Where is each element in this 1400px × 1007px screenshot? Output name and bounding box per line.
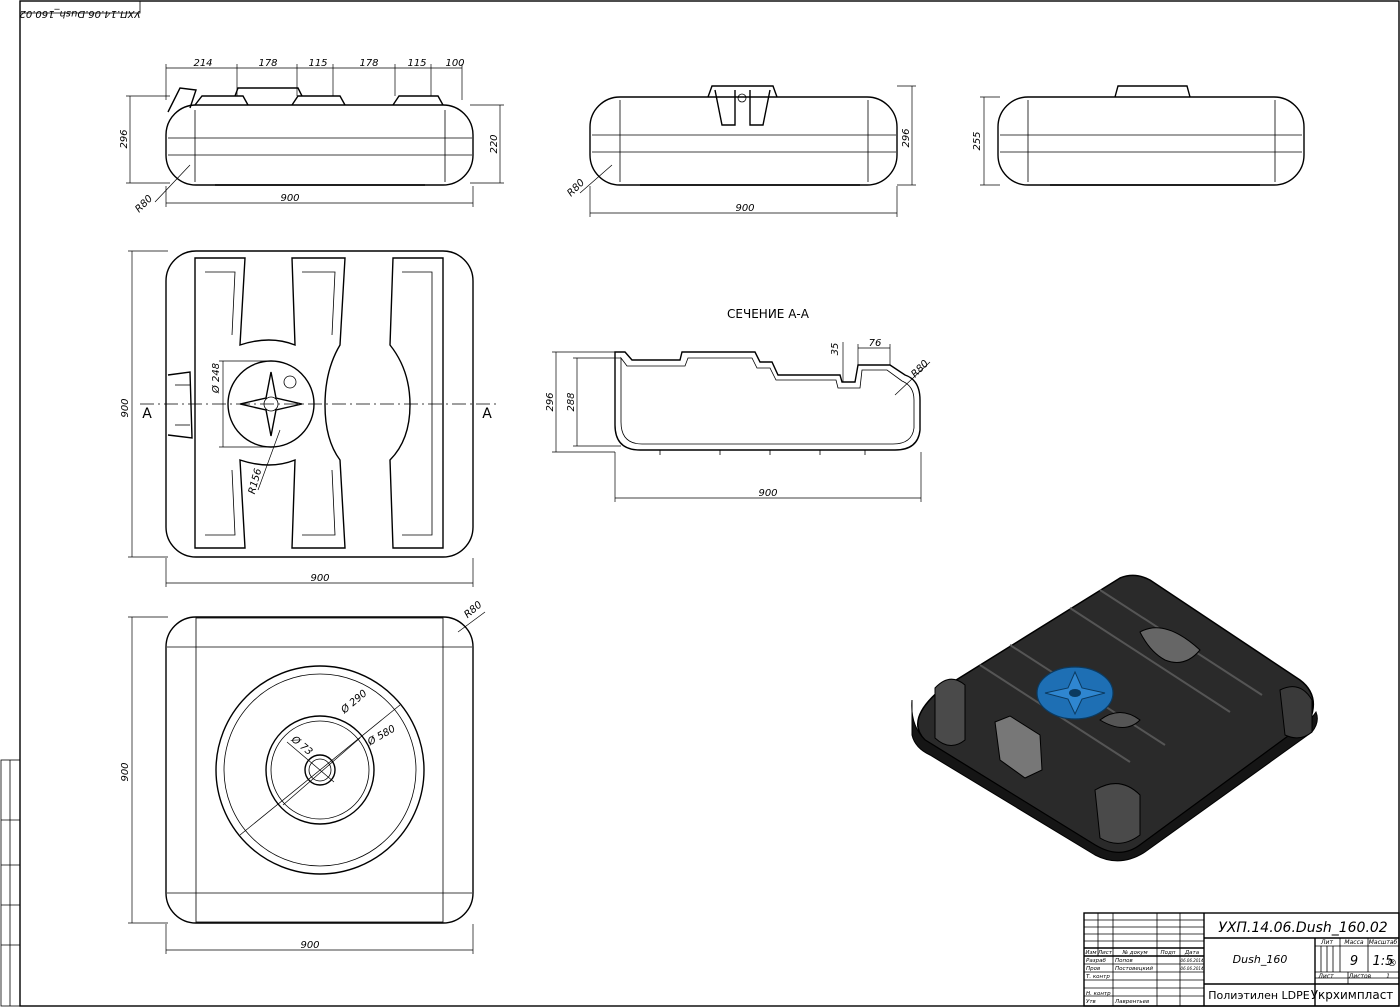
front-view-dimensions bbox=[126, 64, 504, 207]
front-dim-width-5: 115 bbox=[407, 58, 426, 69]
rear-view-dimensions bbox=[980, 96, 1000, 186]
side-view-dimensions bbox=[579, 85, 916, 217]
col-data: Дата bbox=[1184, 950, 1200, 956]
top-dim-width: 900 bbox=[310, 573, 329, 584]
col-izm: Изм bbox=[1085, 950, 1096, 956]
section-marker-left: А bbox=[142, 406, 152, 422]
title-company: Укрхимпласт bbox=[1311, 988, 1394, 1002]
section-dim-width: 900 bbox=[758, 488, 777, 499]
left-margin-strip bbox=[0, 759, 21, 1007]
front-view bbox=[165, 87, 474, 186]
row-date-2: 06.06.2014 bbox=[1181, 966, 1204, 971]
front-dim-width-4: 178 bbox=[359, 58, 378, 69]
rotated-code-box bbox=[19, 0, 141, 14]
top-view bbox=[140, 250, 500, 558]
col-podp: Подп bbox=[1161, 950, 1176, 956]
col-list: Лист bbox=[1097, 950, 1113, 956]
top-dim-height: 900 bbox=[120, 398, 131, 417]
rear-view bbox=[997, 85, 1305, 186]
top-dim-diameter: Ø 248 bbox=[210, 363, 222, 394]
title-doc-code: УХП.14.06.Dush_160.02 bbox=[1218, 920, 1388, 936]
section-title: СЕЧЕНИЕ А-А bbox=[727, 307, 810, 321]
bottom-dim-d2: Ø 580 bbox=[365, 723, 398, 749]
row-role-2: Пров bbox=[1086, 966, 1100, 972]
section-view bbox=[614, 351, 921, 455]
section-dim-width-top: 76 bbox=[869, 338, 882, 349]
side-dim-radius: R80 bbox=[565, 177, 587, 199]
front-dim-width-2: 178 bbox=[258, 58, 277, 69]
front-dim-radius: R80 bbox=[133, 193, 155, 215]
section-dim-height-inner: 288 bbox=[566, 392, 577, 411]
row-role-3: Т. контр bbox=[1086, 974, 1110, 980]
header-mass: Масса bbox=[1344, 939, 1363, 946]
side-view bbox=[589, 85, 898, 186]
side-dim-height: 296 bbox=[901, 128, 912, 147]
row-name-5: Лаврентьев bbox=[1114, 999, 1149, 1005]
bottom-dim-radius: R80 bbox=[462, 600, 484, 621]
title-name: Dush_160 bbox=[1233, 953, 1288, 966]
side-dim-width: 900 bbox=[735, 203, 754, 214]
header-sheets-value: 1 bbox=[1386, 973, 1390, 980]
title-material: Полиэтилен LDPE bbox=[1208, 989, 1309, 1002]
section-dim-height-outer: 296 bbox=[545, 392, 556, 411]
front-dim-height-right: 220 bbox=[489, 134, 500, 153]
section-marker-right: А bbox=[482, 406, 492, 422]
bottom-view bbox=[165, 616, 474, 924]
bottom-dim-width: 900 bbox=[300, 940, 319, 951]
row-name-1: Попов bbox=[1115, 958, 1133, 964]
section-dim-radius: R80 bbox=[909, 358, 931, 380]
header-sheet: Лист bbox=[1317, 973, 1334, 980]
front-dim-width: 900 bbox=[280, 193, 299, 204]
bottom-view-dimensions bbox=[128, 611, 486, 954]
top-view-dimensions bbox=[128, 250, 474, 587]
title-scale: 1:5 bbox=[1373, 954, 1394, 969]
front-dim-width-1: 214 bbox=[193, 58, 212, 69]
top-dim-radius: R156 bbox=[247, 467, 264, 495]
row-date-1: 06.06.2014 bbox=[1181, 958, 1204, 963]
front-dim-width-3: 115 bbox=[308, 58, 327, 69]
col-dokum: № докум bbox=[1121, 950, 1147, 956]
front-dim-height-left: 296 bbox=[119, 129, 130, 148]
header-sheets: Листов bbox=[1348, 973, 1372, 980]
row-role-4: Н. контр bbox=[1086, 991, 1111, 997]
bottom-dim-height: 900 bbox=[120, 762, 131, 781]
header-scale: Масштаб bbox=[1369, 939, 1398, 946]
drawing-frame bbox=[19, 0, 1400, 1007]
section-dimensions bbox=[552, 342, 931, 502]
section-dim-depth: 35 bbox=[830, 343, 841, 356]
title-mass: 9 bbox=[1350, 954, 1358, 969]
front-dim-width-6: 100 bbox=[445, 58, 464, 69]
title-block bbox=[1083, 912, 1400, 1007]
registered-mark: ® bbox=[1387, 958, 1397, 969]
tank-isometric-render bbox=[911, 574, 1318, 862]
row-name-2: Постовецкий bbox=[1115, 966, 1153, 972]
header-lit: Лит bbox=[1320, 939, 1333, 946]
rear-dim-height: 255 bbox=[972, 131, 983, 150]
row-role-5: Утв bbox=[1086, 999, 1096, 1005]
rotated-code: УХП.14.06.Dush_160.02 bbox=[19, 8, 140, 19]
bottom-dim-d1: Ø 290 bbox=[338, 687, 370, 716]
row-role-1: Разраб bbox=[1086, 958, 1106, 964]
